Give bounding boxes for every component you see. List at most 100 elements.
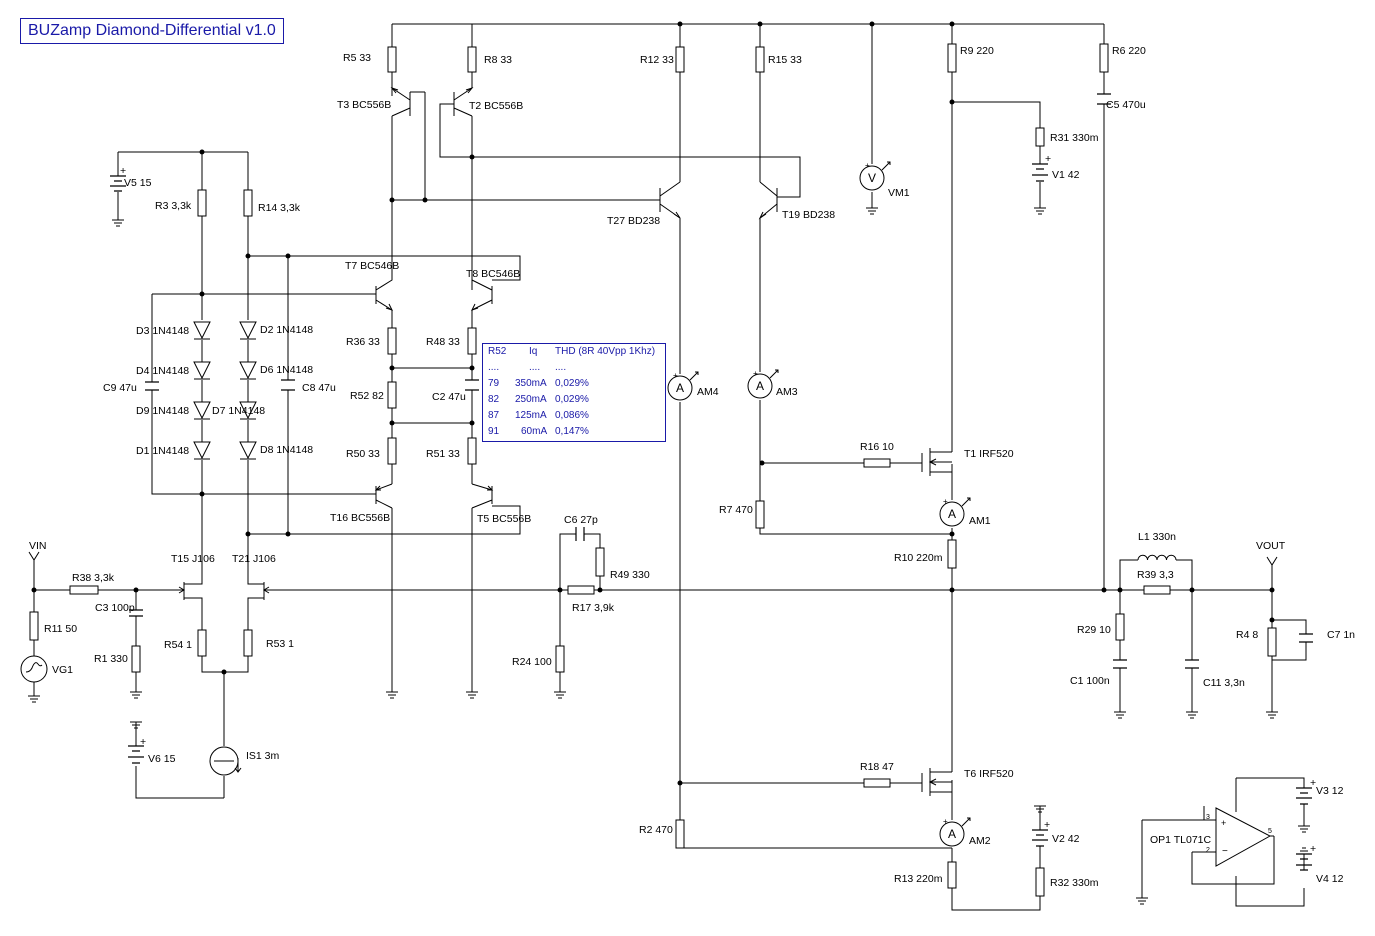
label-D2: D2 1N4148 (260, 324, 313, 336)
table-cell: 0,147% (555, 426, 589, 437)
diode-D7 (239, 401, 257, 420)
resistor-R8 (467, 46, 477, 73)
label-R54: R54 1 (164, 639, 192, 651)
resistor-R7 (755, 500, 765, 529)
resistor-R5 (387, 46, 397, 73)
label-V5: V5 15 (124, 177, 152, 189)
label-R2: R2 470 (639, 824, 673, 836)
ammeter-AM2 (939, 817, 971, 847)
label-V4: V4 12 (1316, 873, 1344, 885)
meters: V A A A A ++ ++ + (667, 161, 971, 847)
label-D1: D1 1N4148 (136, 445, 189, 457)
capacitor-C6 (575, 527, 585, 541)
wires (33, 23, 1307, 911)
capacitor-C2 (465, 379, 479, 391)
table-header: Iq (529, 346, 538, 357)
battery-V6 (128, 745, 144, 764)
svg-text:A: A (948, 827, 956, 841)
capacitor-C3 (129, 609, 143, 617)
table-cell: 0,029% (555, 378, 589, 389)
inductor-L1 (1137, 554, 1177, 561)
table-cell: 350mA (515, 378, 547, 389)
table-cell: 250mA (515, 394, 547, 405)
label-R31: R31 330m (1050, 132, 1099, 144)
label-T3: T3 BC556B (337, 99, 391, 111)
svg-text:+: + (943, 497, 948, 506)
ammeter-AM4 (667, 371, 699, 401)
transistor-T27 (659, 181, 681, 219)
label-R1: R1 330 (94, 653, 128, 665)
resistor-R6 (1099, 43, 1109, 73)
transistors (176, 72, 953, 796)
label-T2: T2 BC556B (469, 100, 523, 112)
capacitor-C9 (145, 381, 159, 391)
label-R16: R16 10 (860, 441, 894, 453)
transistor-T16 (374, 483, 393, 509)
resistor-R54 (197, 629, 207, 657)
label-C9: C9 47u (103, 382, 137, 394)
label-IS1: IS1 3m (246, 750, 280, 762)
diode-D8 (239, 441, 257, 460)
svg-text:+: + (1044, 819, 1050, 831)
resistor-R39 (1143, 585, 1171, 595)
svg-text:V: V (868, 171, 876, 185)
label-R51: R51 33 (426, 448, 460, 460)
svg-text:+: + (1310, 843, 1316, 855)
svg-text:A: A (756, 379, 764, 393)
label-AM3: AM3 (776, 386, 798, 398)
label-R3: R3 3,3k (155, 200, 192, 212)
label-C11: C11 3,3n (1203, 677, 1245, 689)
table-cell: 60mA (521, 426, 548, 437)
voltmeter-VM1 (859, 161, 891, 191)
label-D6: D6 1N4148 (260, 364, 313, 376)
table-header: THD (8R 40Vpp 1Khz) (555, 346, 656, 357)
component-labels: R5 33 R8 33 R12 33 R15 33 R9 220 R6 220 … (29, 45, 1355, 889)
terminal-VIN (28, 551, 40, 561)
label-T8: T8 BC546B (466, 268, 520, 280)
resistor-R32 (1035, 867, 1045, 897)
resistor-R2 (675, 819, 685, 849)
label-R14: R14 3,3k (258, 202, 301, 214)
table-row: 91 60mA 0,147% (483, 424, 665, 440)
resistor-R10 (947, 539, 957, 569)
resistor-R1 (131, 645, 141, 673)
transistor-T1 (921, 440, 953, 476)
resistor-R53 (243, 629, 253, 657)
label-V6: V6 15 (148, 753, 176, 765)
transistor-T2 (453, 72, 474, 117)
label-R50: R50 33 (346, 448, 380, 460)
label-AM2: AM2 (969, 835, 991, 847)
current-source-IS1 (209, 746, 242, 776)
label-C6: C6 27p (564, 514, 598, 526)
diodes (193, 321, 257, 460)
svg-text:+: + (673, 371, 678, 380)
svg-text:+: + (1045, 153, 1051, 165)
label-R9: R9 220 (960, 45, 994, 57)
diode-D4 (193, 361, 211, 380)
resistor-R12 (675, 46, 685, 73)
resistor-R51 (467, 437, 477, 465)
resistor-R49 (595, 547, 605, 577)
label-C3: C3 100p (95, 602, 135, 614)
transistor-T19 (758, 181, 778, 220)
diode-D9 (193, 401, 211, 420)
capacitor-C7 (1299, 633, 1313, 643)
resistor-R11 (29, 611, 39, 641)
label-R7: R7 470 (719, 504, 753, 516)
resistor-R15 (755, 46, 765, 73)
capacitors (129, 93, 1313, 669)
label-T21: T21 J106 (232, 553, 276, 565)
resistor-R3 (197, 189, 207, 217)
label-R5: R5 33 (343, 52, 371, 64)
diode-D1 (193, 441, 211, 460)
label-R53: R53 1 (266, 638, 294, 650)
label-R48: R48 33 (426, 336, 460, 348)
table-cell: 0,086% (555, 410, 589, 421)
table-placeholder-row: .... .... .... (483, 360, 665, 376)
transistor-T21 (247, 582, 272, 600)
svg-text:A: A (948, 507, 956, 521)
label-R39: R39 3,3 (1137, 569, 1174, 581)
label-T19: T19 BD238 (782, 209, 835, 221)
table-header-row: R52 Iq THD (8R 40Vpp 1Khz) (483, 344, 665, 360)
label-D9: D9 1N4148 (136, 405, 189, 417)
